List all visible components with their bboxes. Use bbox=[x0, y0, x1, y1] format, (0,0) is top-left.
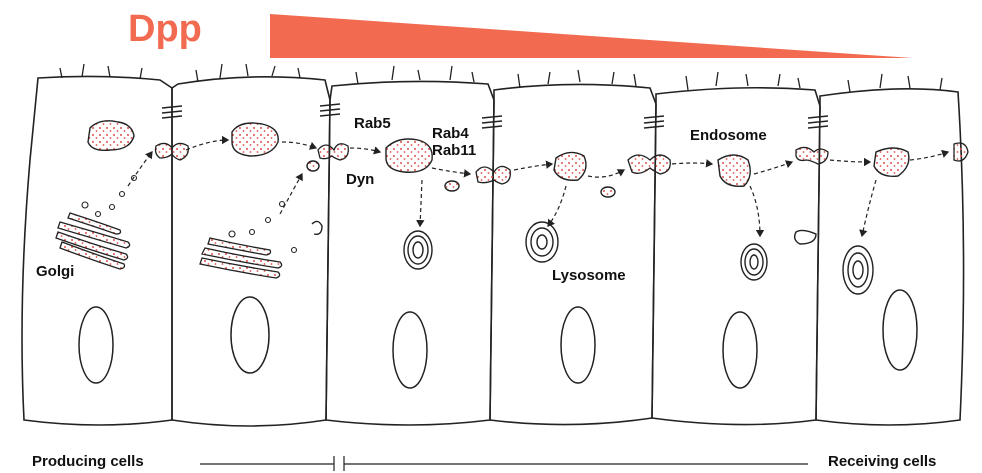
cell-6 bbox=[816, 89, 964, 425]
dpp-gradient-wedge bbox=[270, 14, 912, 58]
label-rab5: Rab5 bbox=[354, 116, 391, 131]
label-golgi: Golgi bbox=[36, 264, 74, 279]
cell-type-divider bbox=[200, 456, 808, 471]
label-producing-cells: Producing cells bbox=[32, 454, 144, 469]
nuclei bbox=[79, 290, 917, 388]
cell-4 bbox=[490, 84, 656, 424]
diagram-title: Dpp bbox=[128, 10, 202, 48]
label-rab11: Rab11 bbox=[432, 143, 476, 158]
lysosomes bbox=[404, 222, 873, 294]
label-endosome: Endosome bbox=[690, 128, 767, 143]
golgi-stack-2 bbox=[200, 238, 282, 278]
label-rab4: Rab4 bbox=[432, 126, 469, 141]
cargo-vesicles bbox=[88, 121, 909, 197]
microvilli bbox=[60, 64, 942, 92]
label-lysosome: Lysosome bbox=[552, 268, 626, 283]
membrane-bulges bbox=[312, 221, 816, 244]
label-receiving-cells: Receiving cells bbox=[828, 454, 936, 469]
golgi-stack-1 bbox=[56, 213, 130, 269]
epithelium-cells bbox=[22, 76, 964, 426]
label-dyn: Dyn bbox=[346, 172, 374, 187]
